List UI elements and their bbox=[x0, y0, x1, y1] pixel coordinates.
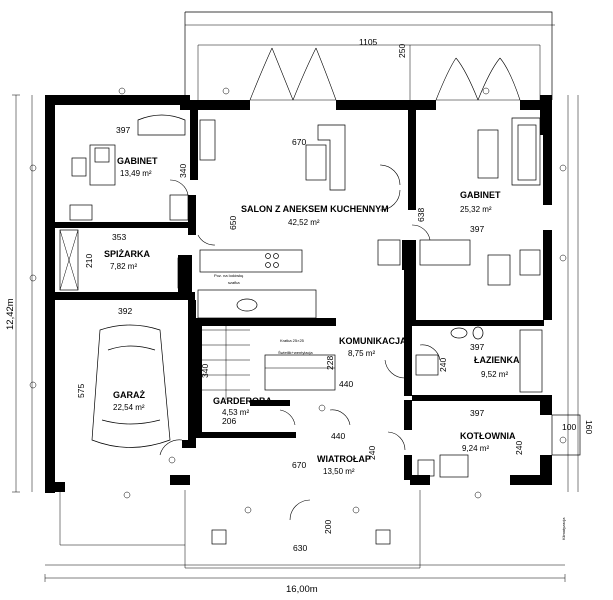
room-name-gabinet-left: GABINET bbox=[117, 156, 158, 166]
dim-hall-width: 440 bbox=[331, 431, 345, 441]
note-stamp: Klimatyzacja bbox=[561, 517, 566, 540]
dim-komunikacja-depth: 228 bbox=[325, 356, 335, 370]
room-area-salon: 42,52 m² bbox=[288, 218, 320, 227]
room-name-wiatrolap: WIATROŁAP bbox=[317, 454, 371, 464]
room-name-salon: SALON Z ANEKSEM KUCHENNYM bbox=[241, 204, 389, 214]
room-name-spizarka: SPIŻARKA bbox=[104, 249, 151, 259]
dim-lazienka-width: 397 bbox=[470, 342, 484, 352]
note-wash: szafka bbox=[228, 280, 240, 285]
bathtub bbox=[519, 329, 543, 393]
dim-total-width: 16,00m bbox=[286, 584, 318, 595]
stairs bbox=[202, 326, 336, 400]
dim-gabinet-right-width: 397 bbox=[470, 224, 484, 234]
dimension-labels: 1105 250 397 340 670 650 638 397 353 210… bbox=[5, 37, 594, 595]
dim-garaz-width: 392 bbox=[118, 306, 132, 316]
note-ventilation: Świetlik+wentylacja bbox=[278, 350, 313, 355]
outer-walls bbox=[45, 95, 552, 493]
section-markers bbox=[29, 87, 567, 514]
bed bbox=[477, 129, 499, 179]
room-area-garderoba: 4,53 m² bbox=[222, 408, 249, 417]
sofa bbox=[317, 124, 346, 191]
interior-walls bbox=[55, 100, 544, 480]
dim-spizarka-depth: 210 bbox=[84, 254, 94, 268]
room-name-garaz: GARAŻ bbox=[113, 390, 145, 400]
dim-top-width: 1105 bbox=[359, 37, 378, 47]
room-labels: GABINET 13,49 m² SALON Z ANEKSEM KUCHENN… bbox=[104, 156, 520, 476]
room-area-gabinet-right: 25,32 m² bbox=[460, 205, 492, 214]
room-area-wiatrolap: 13,50 m² bbox=[323, 467, 355, 476]
dim-wiatrolap-depth: 240 bbox=[367, 446, 377, 460]
room-area-spizarka: 7,82 m² bbox=[110, 262, 137, 271]
dim-porch-depth: 200 bbox=[323, 520, 333, 534]
room-name-komunikacja: KOMUNIKACJA bbox=[339, 336, 407, 346]
dim-total-height: 12,42m bbox=[5, 298, 16, 330]
dim-salon-width: 670 bbox=[292, 137, 306, 147]
dim-lazienka-depth: 240 bbox=[438, 358, 448, 372]
room-area-gabinet-left: 13,49 m² bbox=[120, 169, 152, 178]
room-area-komunikacja: 8,75 m² bbox=[348, 349, 375, 358]
note-dryer: Kratka 25×25 bbox=[280, 338, 305, 343]
dim-komunikacja-width: 440 bbox=[339, 379, 353, 389]
dim-porch-width: 630 bbox=[293, 543, 307, 553]
terrace-outline bbox=[185, 11, 553, 100]
room-area-garaz: 22,54 m² bbox=[113, 403, 145, 412]
dim-salon-depth: 650 bbox=[228, 216, 238, 230]
dim-gabinet-left-depth: 340 bbox=[178, 164, 188, 178]
furniture bbox=[59, 114, 581, 545]
dim-wiatrolap-width: 670 bbox=[292, 460, 306, 470]
dim-side-depth: 160 bbox=[584, 420, 594, 434]
dim-garderoba-depth: 340 bbox=[200, 364, 210, 378]
dim-top-depth: 250 bbox=[397, 44, 407, 58]
room-name-kotlownia: KOTŁOWNIA bbox=[460, 431, 516, 441]
dim-kotlownia-depth: 240 bbox=[514, 441, 524, 455]
dim-garderoba-width: 206 bbox=[222, 416, 236, 426]
dim-kotlownia-width: 397 bbox=[470, 408, 484, 418]
dim-gabinet-left-width: 397 bbox=[116, 125, 130, 135]
terrace-doors bbox=[249, 47, 521, 101]
dim-side-width: 100 bbox=[562, 422, 576, 432]
dim-spizarka-width: 353 bbox=[112, 232, 126, 242]
notes: Poz. na lodówkę szafka Kratka 25×25 Świe… bbox=[214, 273, 566, 540]
door-swings bbox=[159, 164, 441, 521]
kitchen-counter bbox=[199, 249, 303, 273]
room-area-kotlownia: 9,24 m² bbox=[462, 444, 489, 453]
outer-dimension-lines bbox=[12, 11, 579, 582]
note-fridge: Poz. na lodówkę bbox=[214, 273, 244, 278]
dim-garaz-depth: 575 bbox=[76, 384, 86, 398]
room-name-garderoba: GARDEROBA bbox=[213, 396, 273, 406]
car bbox=[91, 324, 171, 448]
room-name-lazienka: ŁAZIENKA bbox=[474, 355, 520, 365]
marker-circle bbox=[118, 87, 126, 95]
room-area-lazienka: 9,52 m² bbox=[481, 370, 508, 379]
boiler bbox=[439, 454, 469, 478]
dim-gabinet-right-depth: 638 bbox=[416, 208, 426, 222]
desk bbox=[89, 144, 116, 186]
armchair bbox=[137, 114, 186, 136]
room-name-gabinet-right: GABINET bbox=[460, 190, 501, 200]
